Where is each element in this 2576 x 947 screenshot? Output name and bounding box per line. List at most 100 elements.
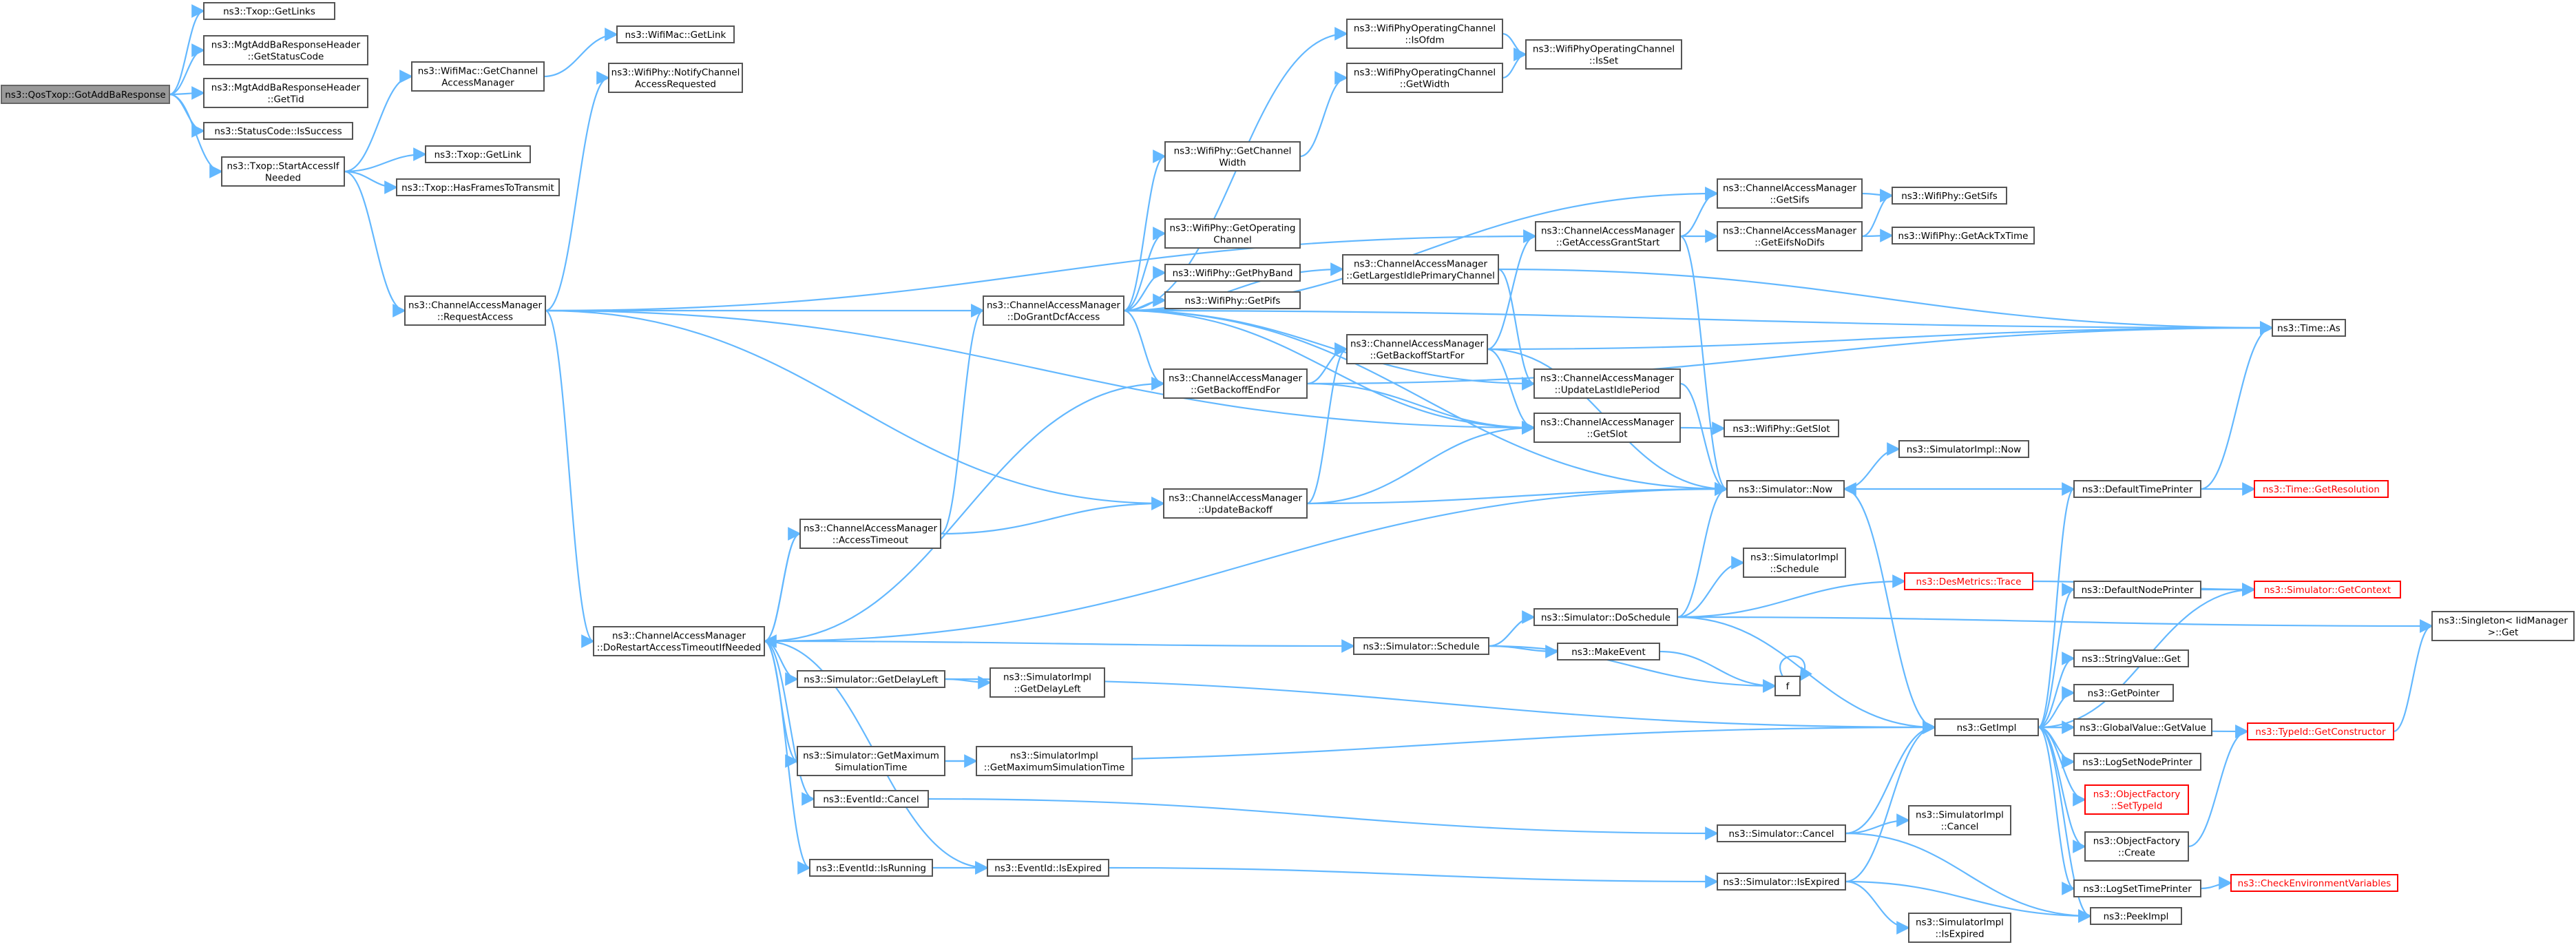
node-cam-requestaccess[interactable]: ns3::ChannelAccessManager::RequestAccess [404,295,546,326]
node-simimpl-schedule[interactable]: ns3::SimulatorImpl::Schedule [1743,548,1846,578]
node-getimpl[interactable]: ns3::GetImpl [1934,718,2039,736]
node-eventid-cancel[interactable]: ns3::EventId::Cancel [813,790,929,808]
node-sim-schedule[interactable]: ns3::Simulator::Schedule [1353,637,1489,655]
node-wop-getwidth[interactable]: ns3::WifiPhyOperatingChannel::GetWidth [1346,63,1503,93]
node-cam-updatelastidle[interactable]: ns3::ChannelAccessManager::UpdateLastIdl… [1533,368,1681,399]
node-label: ns3::WifiPhyOperatingChannel [1354,23,1496,34]
node-box [2073,718,2212,736]
node-cam-getlargest[interactable]: ns3::ChannelAccessManager::GetLargestIdl… [1342,254,1499,284]
node-getpointer[interactable]: ns3::GetPointer [2073,684,2174,702]
node-stringvalue-get[interactable]: ns3::StringValue::Get [2073,649,2189,667]
node-simimpl-now[interactable]: ns3::SimulatorImpl::Now [1898,440,2029,458]
node-cam-accesstimeout[interactable]: ns3::ChannelAccessManager::AccessTimeout [799,519,941,549]
node-sim-getcontext[interactable]: ns3::Simulator::GetContext [2254,581,2401,599]
node-globalvalue-getvalue[interactable]: ns3::GlobalValue::GetValue [2073,718,2212,736]
node-mgt-statuscode[interactable]: ns3::MgtAddBaResponseHeader::GetStatusCo… [203,35,368,65]
node-box [1724,419,1839,437]
node-sim-getdelayleft[interactable]: ns3::Simulator::GetDelayLeft [797,670,945,688]
edge-eventid-isexpired-to-sim-isexpired [1108,866,1719,888]
node-root[interactable]: ns3::QosTxop::GotAddBaResponse [1,85,170,104]
node-logsettimeprinter[interactable]: ns3::LogSetTimePrinter [2073,880,2201,897]
node-makeevent[interactable]: ns3::MakeEvent [1557,643,1660,660]
node-box [203,35,368,65]
node-wifiphy-getpifs[interactable]: ns3::WifiPhy::GetPifs [1164,291,1301,309]
node-txop-hasframes[interactable]: ns3::Txop::HasFramesToTransmit [396,178,560,196]
node-wifiphy-getacktx[interactable]: ns3::WifiPhy::GetAckTxTime [1892,227,2035,244]
node-mgt-gettid[interactable]: ns3::MgtAddBaResponseHeader::GetTid [203,78,368,108]
node-cam-dogrant[interactable]: ns3::ChannelAccessManager::DoGrantDcfAcc… [983,295,1124,326]
node-wifiphy-getsifs[interactable]: ns3::WifiPhy::GetSifs [1892,187,2007,205]
node-label: ns3::WifiPhy::GetSifs [1901,191,1998,202]
node-time-as[interactable]: ns3::Time::As [2272,319,2346,337]
edge-cam-dogrant-to-wifiphy-getchanwidth [1123,149,1166,312]
node-simimpl-getmax[interactable]: ns3::SimulatorImpl::GetMaximumSimulation… [976,746,1133,776]
edge-cam-dorestart-to-sim-now [764,482,1728,643]
node-box [1892,227,2035,244]
node-wifimac-getlink[interactable]: ns3::WifiMac::GetLink [616,25,735,43]
node-desmetrics-trace[interactable]: ns3::DesMetrics::Trace [1904,572,2033,590]
node-box [1717,873,1846,891]
node-sim-doschedule[interactable]: ns3::Simulator::DoSchedule [1533,608,1678,626]
node-label: ns3::Simulator::Cancel [1728,829,1834,840]
node-cam-getbackoffend[interactable]: ns3::ChannelAccessManager::GetBackoffEnd… [1163,368,1308,399]
node-defaulttimeprinter[interactable]: ns3::DefaultTimePrinter [2073,480,2201,498]
edge-sim-cancel-to-peekimpl [1845,832,2092,923]
node-wop-isset[interactable]: ns3::WifiPhyOperatingChannel::IsSet [1525,39,1682,70]
node-label: ::GetBackoffStartFor [1370,351,1465,362]
node-cam-getslot[interactable]: ns3::ChannelAccessManager::GetSlot [1533,413,1681,443]
node-cam-updatebackoff[interactable]: ns3::ChannelAccessManager::UpdateBackoff [1163,488,1308,519]
node-simimpl-getdelayleft[interactable]: ns3::SimulatorImpl::GetDelayLeft [989,667,1105,698]
node-box [2254,581,2401,599]
node-statuscode-issuccess[interactable]: ns3::StatusCode::IsSuccess [203,122,353,140]
node-label: ns3::ChannelAccessManager [1541,226,1675,237]
node-label: ns3::LogSetTimePrinter [2083,884,2192,895]
node-cam-getbackoffstart[interactable]: ns3::ChannelAccessManager::GetBackoffSta… [1346,334,1488,364]
node-box [1934,718,2039,736]
node-simimpl-isexpired[interactable]: ns3::SimulatorImpl::IsExpired [1908,913,2011,943]
edge-cam-getaccessgrant-to-sim-now [1679,235,1728,496]
node-logsetnodeprinter[interactable]: ns3::LogSetNodePrinter [2073,753,2201,771]
node-singleton-get[interactable]: ns3::Singleton< IidManager>::Get [2431,611,2575,641]
node-label: ns3::WifiMac::GetChannel [418,66,538,77]
node-label: ::GetMaximumSimulationTime [984,762,1125,773]
node-cam-getsifs[interactable]: ns3::ChannelAccessManager::GetSifs [1717,178,1863,209]
node-txop-getlink[interactable]: ns3::Txop::GetLink [425,145,531,163]
node-sim-cancel[interactable]: ns3::Simulator::Cancel [1717,824,1846,842]
node-cam-dorestart[interactable]: ns3::ChannelAccessManager::DoRestartAcce… [593,626,765,656]
node-wifiphy-getslot[interactable]: ns3::WifiPhy::GetSlot [1724,419,1839,437]
node-sim-isexpired[interactable]: ns3::Simulator::IsExpired [1717,873,1846,891]
node-box [221,156,345,187]
node-label: ns3::WifiMac::GetLink [625,30,726,41]
node-checkenvvars[interactable]: ns3::CheckEnvironmentVariables [2230,874,2398,892]
node-label: ns3::SimulatorImpl [1010,751,1098,762]
node-box [1533,368,1681,399]
node-typeid-getconstructor[interactable]: ns3::TypeId::GetConstructor [2247,722,2394,740]
node-box [1353,637,1489,655]
node-txop-getlinks[interactable]: ns3::Txop::GetLinks [203,2,335,20]
node-label: ns3::DefaultTimePrinter [2082,484,2193,495]
node-cam-getaccessgrant[interactable]: ns3::ChannelAccessManager::GetAccessGran… [1535,221,1681,251]
node-time-getresolution[interactable]: ns3::Time::GetResolution [2254,480,2389,498]
node-sim-getmax[interactable]: ns3::Simulator::GetMaximumSimulationTime [797,746,945,776]
node-label: ns3::MgtAddBaResponseHeader [211,83,361,94]
node-wop-isofdm[interactable]: ns3::WifiPhyOperatingChannel::IsOfdm [1346,19,1503,49]
node-defaultnodeprinter[interactable]: ns3::DefaultNodePrinter [2073,581,2201,599]
node-simimpl-cancel[interactable]: ns3::SimulatorImpl::Cancel [1908,805,2011,835]
node-objfactory-create[interactable]: ns3::ObjectFactory::Create [2084,831,2189,862]
node-wifiphy-getphyband[interactable]: ns3::WifiPhy::GetPhyBand [1164,264,1301,282]
node-eventid-isrunning[interactable]: ns3::EventId::IsRunning [809,859,933,877]
node-f[interactable]: f [1774,676,1801,696]
edge-cam-accesstimeout-to-cam-dorestart [763,532,801,648]
node-objfactory-settypeid[interactable]: ns3::ObjectFactory::SetTypeId [2084,784,2189,815]
node-peekimpl[interactable]: ns3::PeekImpl [2090,907,2182,925]
node-wifiphy-notify[interactable]: ns3::WifiPhy::NotifyChannelAccessRequest… [608,63,743,93]
node-box [989,667,1105,698]
node-sim-now[interactable]: ns3::Simulator::Now [1726,480,1845,498]
node-box [1908,913,2011,943]
node-eventid-isexpired[interactable]: ns3::EventId::IsExpired [987,859,1109,877]
node-cam-geteifs[interactable]: ns3::ChannelAccessManager::GetEifsNoDifs [1717,221,1863,251]
